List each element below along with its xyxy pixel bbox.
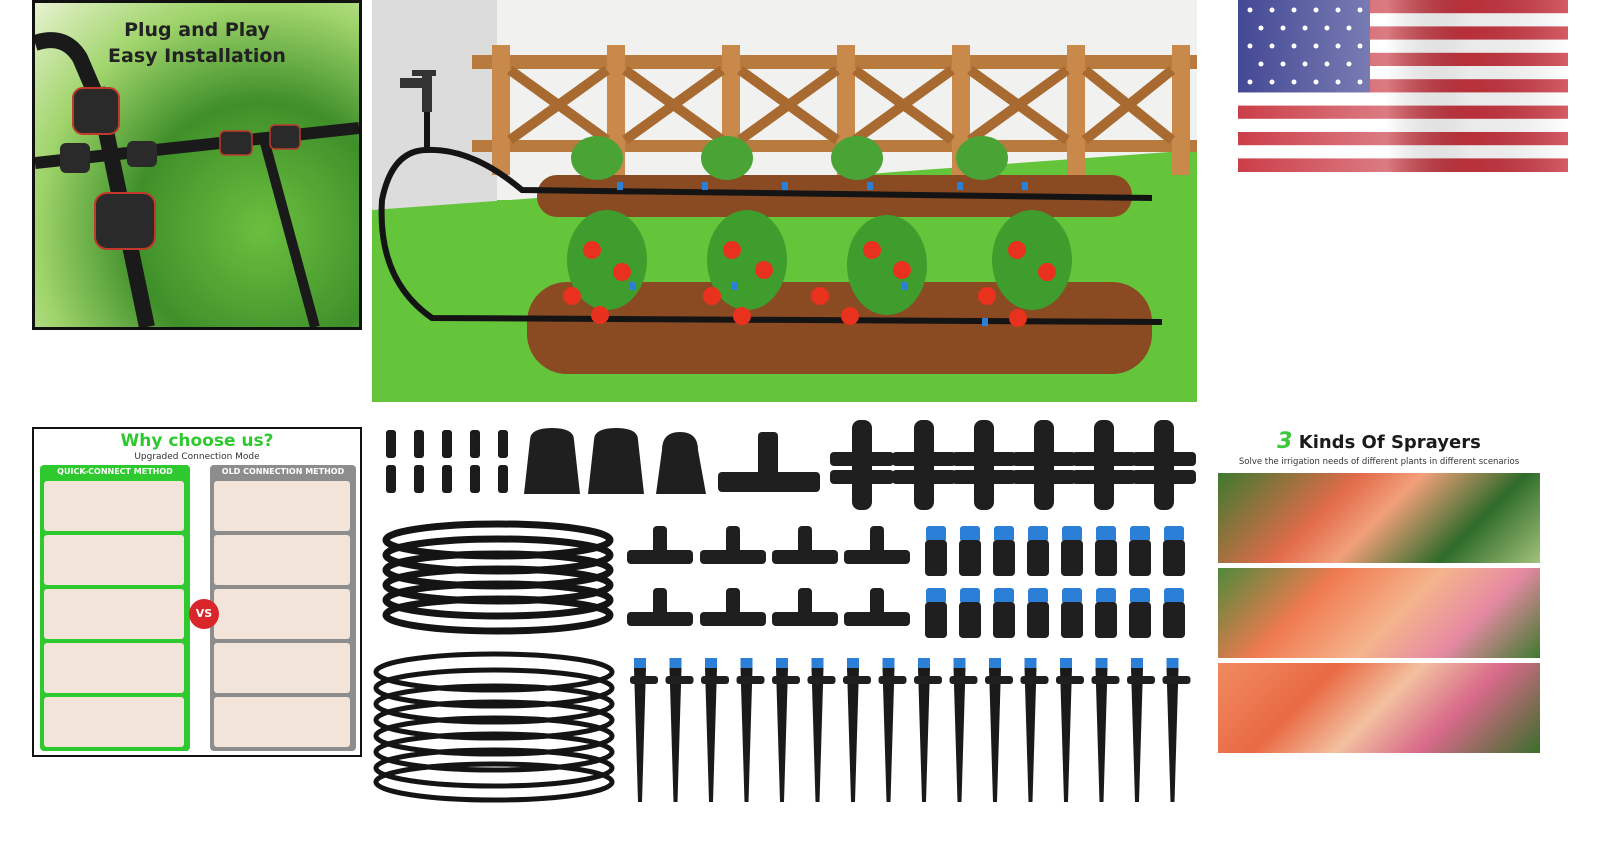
sprayer-head [1163, 526, 1185, 576]
sprayer-head [1129, 588, 1151, 638]
sprayer-head [925, 526, 947, 576]
quick-step-1 [44, 481, 184, 531]
quick-step-3 [44, 589, 184, 639]
sprayer-stake [665, 658, 694, 802]
sprayer-head [959, 526, 981, 576]
us-flag-tile [1238, 0, 1568, 172]
sprayer-stake [914, 658, 942, 802]
kit-parts-tile [372, 420, 1197, 820]
old-step-4 [214, 643, 350, 693]
sprayer-stake [949, 658, 978, 802]
old-connection-column: OLD CONNECTION METHOD [210, 465, 356, 751]
sprayer-photo-1 [1218, 473, 1540, 563]
sprayer-head [1061, 526, 1083, 576]
sprayer-head [1061, 588, 1083, 638]
plug-connector-icon [35, 32, 359, 327]
sprayer-stake [843, 658, 871, 802]
sprayer-head [1129, 526, 1151, 576]
why-choose-title: Why choose us? [120, 431, 274, 451]
hose-coil-icon [382, 520, 614, 635]
garden-scene-svg [372, 0, 1197, 402]
quick-step-4 [44, 643, 184, 693]
quick-connect-header: QUICK-CONNECT METHOD [57, 467, 173, 476]
sprayer-stake [736, 658, 765, 802]
old-step-1 [214, 481, 350, 531]
sprayer-stake [1162, 658, 1191, 802]
why-choose-subtitle: Upgraded Connection Mode [134, 452, 260, 462]
sprayer-stake [701, 658, 729, 802]
sprayers-title-number: 3 [1277, 429, 1293, 454]
sprayer-stake [878, 658, 907, 802]
sprayer-stake [630, 658, 658, 802]
kit-parts-svg [373, 420, 1196, 803]
vs-badge: VS [189, 599, 219, 629]
old-step-2 [214, 535, 350, 585]
plug-and-play-tile: Plug and Play Easy Installation [32, 0, 362, 330]
quick-step-2 [44, 535, 184, 585]
plug-play-line2: Easy Installation [108, 45, 286, 67]
sprayer-photo-2 [1218, 568, 1540, 658]
sprayer-head [993, 588, 1015, 638]
sprayer-head [1095, 526, 1117, 576]
fence-icon [472, 45, 1197, 175]
sprayers-title: 3 Kinds Of Sprayers [1218, 429, 1540, 454]
old-step-3 [214, 589, 350, 639]
sprayer-stake-icon [630, 658, 1191, 802]
tee-connector-icon [718, 432, 820, 492]
sprayer-stake [1091, 658, 1120, 802]
sprayers-subtitle: Solve the irrigation needs of different … [1238, 457, 1520, 467]
sprayer-head [1163, 588, 1185, 638]
sprayers-title-text: Kinds Of Sprayers [1292, 432, 1481, 453]
quick-step-5 [44, 697, 184, 747]
sprayer-head [1095, 588, 1117, 638]
plug-play-line1: Plug and Play [124, 19, 270, 41]
sprayer-stake [985, 658, 1013, 802]
sprayer-head [1027, 526, 1049, 576]
us-flag-icon [1238, 0, 1568, 172]
faucet-icon [400, 70, 436, 112]
sprayer-head [959, 588, 981, 638]
plug-play-caption: Plug and Play Easy Installation [35, 17, 359, 69]
sprayer-photo-3 [1218, 663, 1540, 753]
sprayer-stake [1056, 658, 1084, 802]
sprayers-tile: 3 Kinds Of Sprayers Solve the irrigation… [1218, 425, 1540, 755]
old-step-5 [214, 697, 350, 747]
sprayer-stake [772, 658, 800, 802]
sprayer-head [925, 588, 947, 638]
sprayer-stake [1020, 658, 1049, 802]
sprayer-head [993, 526, 1015, 576]
why-choose-us-tile: Why choose us? Upgraded Connection Mode … [32, 427, 362, 757]
quick-connect-column: QUICK-CONNECT METHOD [40, 465, 190, 751]
sprayer-stake [1127, 658, 1155, 802]
garden-irrigation-illustration [372, 0, 1197, 402]
sprayer-stake [807, 658, 836, 802]
sprayer-head [1027, 588, 1049, 638]
old-connection-header: OLD CONNECTION METHOD [221, 467, 345, 476]
